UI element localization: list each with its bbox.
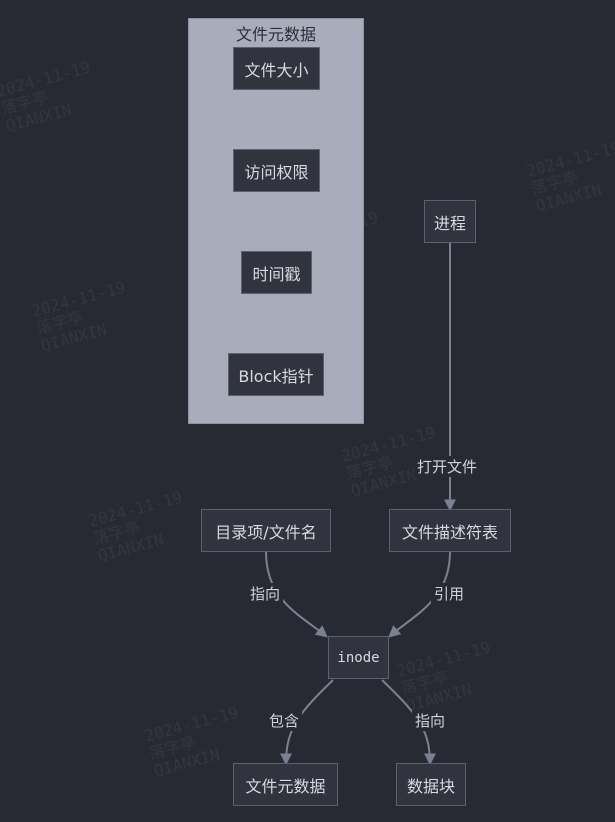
edge-fd-table-to-inode xyxy=(388,551,451,638)
node-file-metadata[interactable]: 文件元数据 xyxy=(233,763,338,806)
node-file-size[interactable]: 文件大小 xyxy=(233,47,320,90)
node-dir-entry[interactable]: 目录项/文件名 xyxy=(201,509,331,552)
edge-label-points-to: 指向 xyxy=(247,583,284,604)
cluster-title: 文件元数据 xyxy=(235,25,316,44)
edge-dir-entry-to-inode xyxy=(265,551,328,638)
node-process[interactable]: 进程 xyxy=(424,200,476,243)
node-access-permission[interactable]: 访问权限 xyxy=(233,149,320,192)
edge-label-points-to-2: 指向 xyxy=(412,710,449,731)
node-data-block[interactable]: 数据块 xyxy=(396,763,466,806)
edge-label-contains: 包含 xyxy=(266,710,303,731)
node-fd-table[interactable]: 文件描述符表 xyxy=(389,509,511,552)
node-block-pointer[interactable]: Block指针 xyxy=(228,353,324,396)
node-timestamp[interactable]: 时间戳 xyxy=(241,251,312,294)
edge-label-open-file: 打开文件 xyxy=(414,456,481,477)
edge-label-reference: 引用 xyxy=(431,583,468,604)
node-inode[interactable]: inode xyxy=(328,636,389,679)
